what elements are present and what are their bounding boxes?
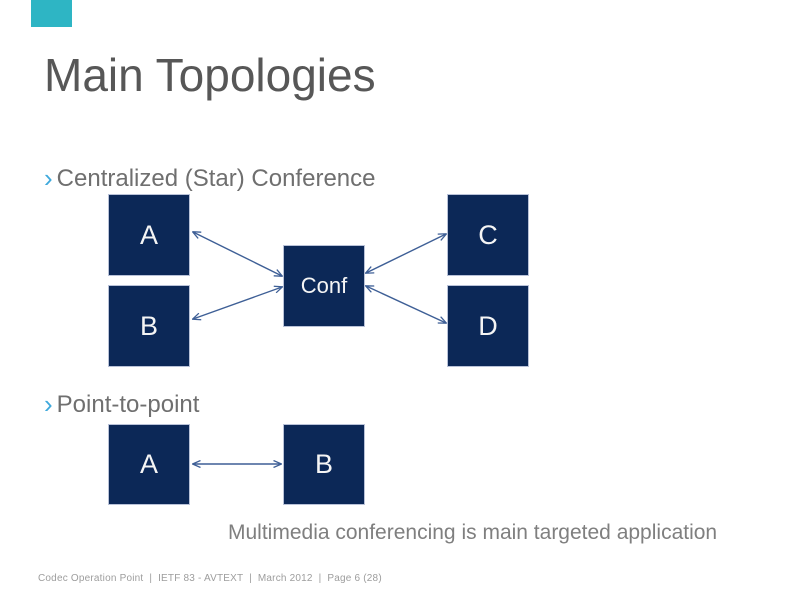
arrow-a-conf — [193, 232, 282, 276]
bullet-chevron-icon: › — [44, 389, 53, 419]
footer-text: Codec Operation Point | IETF 83 - AVTEXT… — [38, 573, 382, 584]
bullet-chevron-icon: › — [44, 163, 53, 193]
star-node-c: C — [447, 194, 529, 276]
star-node-a-label: A — [139, 219, 158, 250]
star-node-d: D — [447, 285, 529, 367]
star-node-conf-label: Conf — [300, 273, 348, 298]
caption-text: Multimedia conferencing is main targeted… — [228, 521, 718, 544]
p2p-node-a: A — [108, 424, 190, 505]
arrow-conf-d — [366, 286, 446, 323]
star-node-b-label: B — [139, 310, 158, 341]
p2p-node-b: B — [283, 424, 365, 505]
p2p-node-b-label: B — [314, 449, 333, 479]
star-node-a: A — [108, 194, 190, 276]
p2p-node-a-label: A — [139, 449, 158, 479]
page-title: Main Topologies — [44, 49, 376, 101]
star-node-c-label: C — [478, 219, 498, 250]
accent-square-decoration — [31, 0, 72, 27]
bullet-p2p-label: Point-to-point — [56, 391, 200, 418]
arrow-conf-c — [366, 234, 446, 273]
bullet-point-to-point: › Point-to-point — [44, 388, 199, 419]
bullet-centralized-label: Centralized (Star) Conference — [56, 165, 376, 192]
star-node-conf: Conf — [283, 245, 365, 327]
arrow-b-conf — [193, 287, 282, 319]
star-node-d-label: D — [478, 310, 498, 341]
star-node-b: B — [108, 285, 190, 367]
bullet-centralized-conference: › Centralized (Star) Conference — [44, 162, 375, 193]
